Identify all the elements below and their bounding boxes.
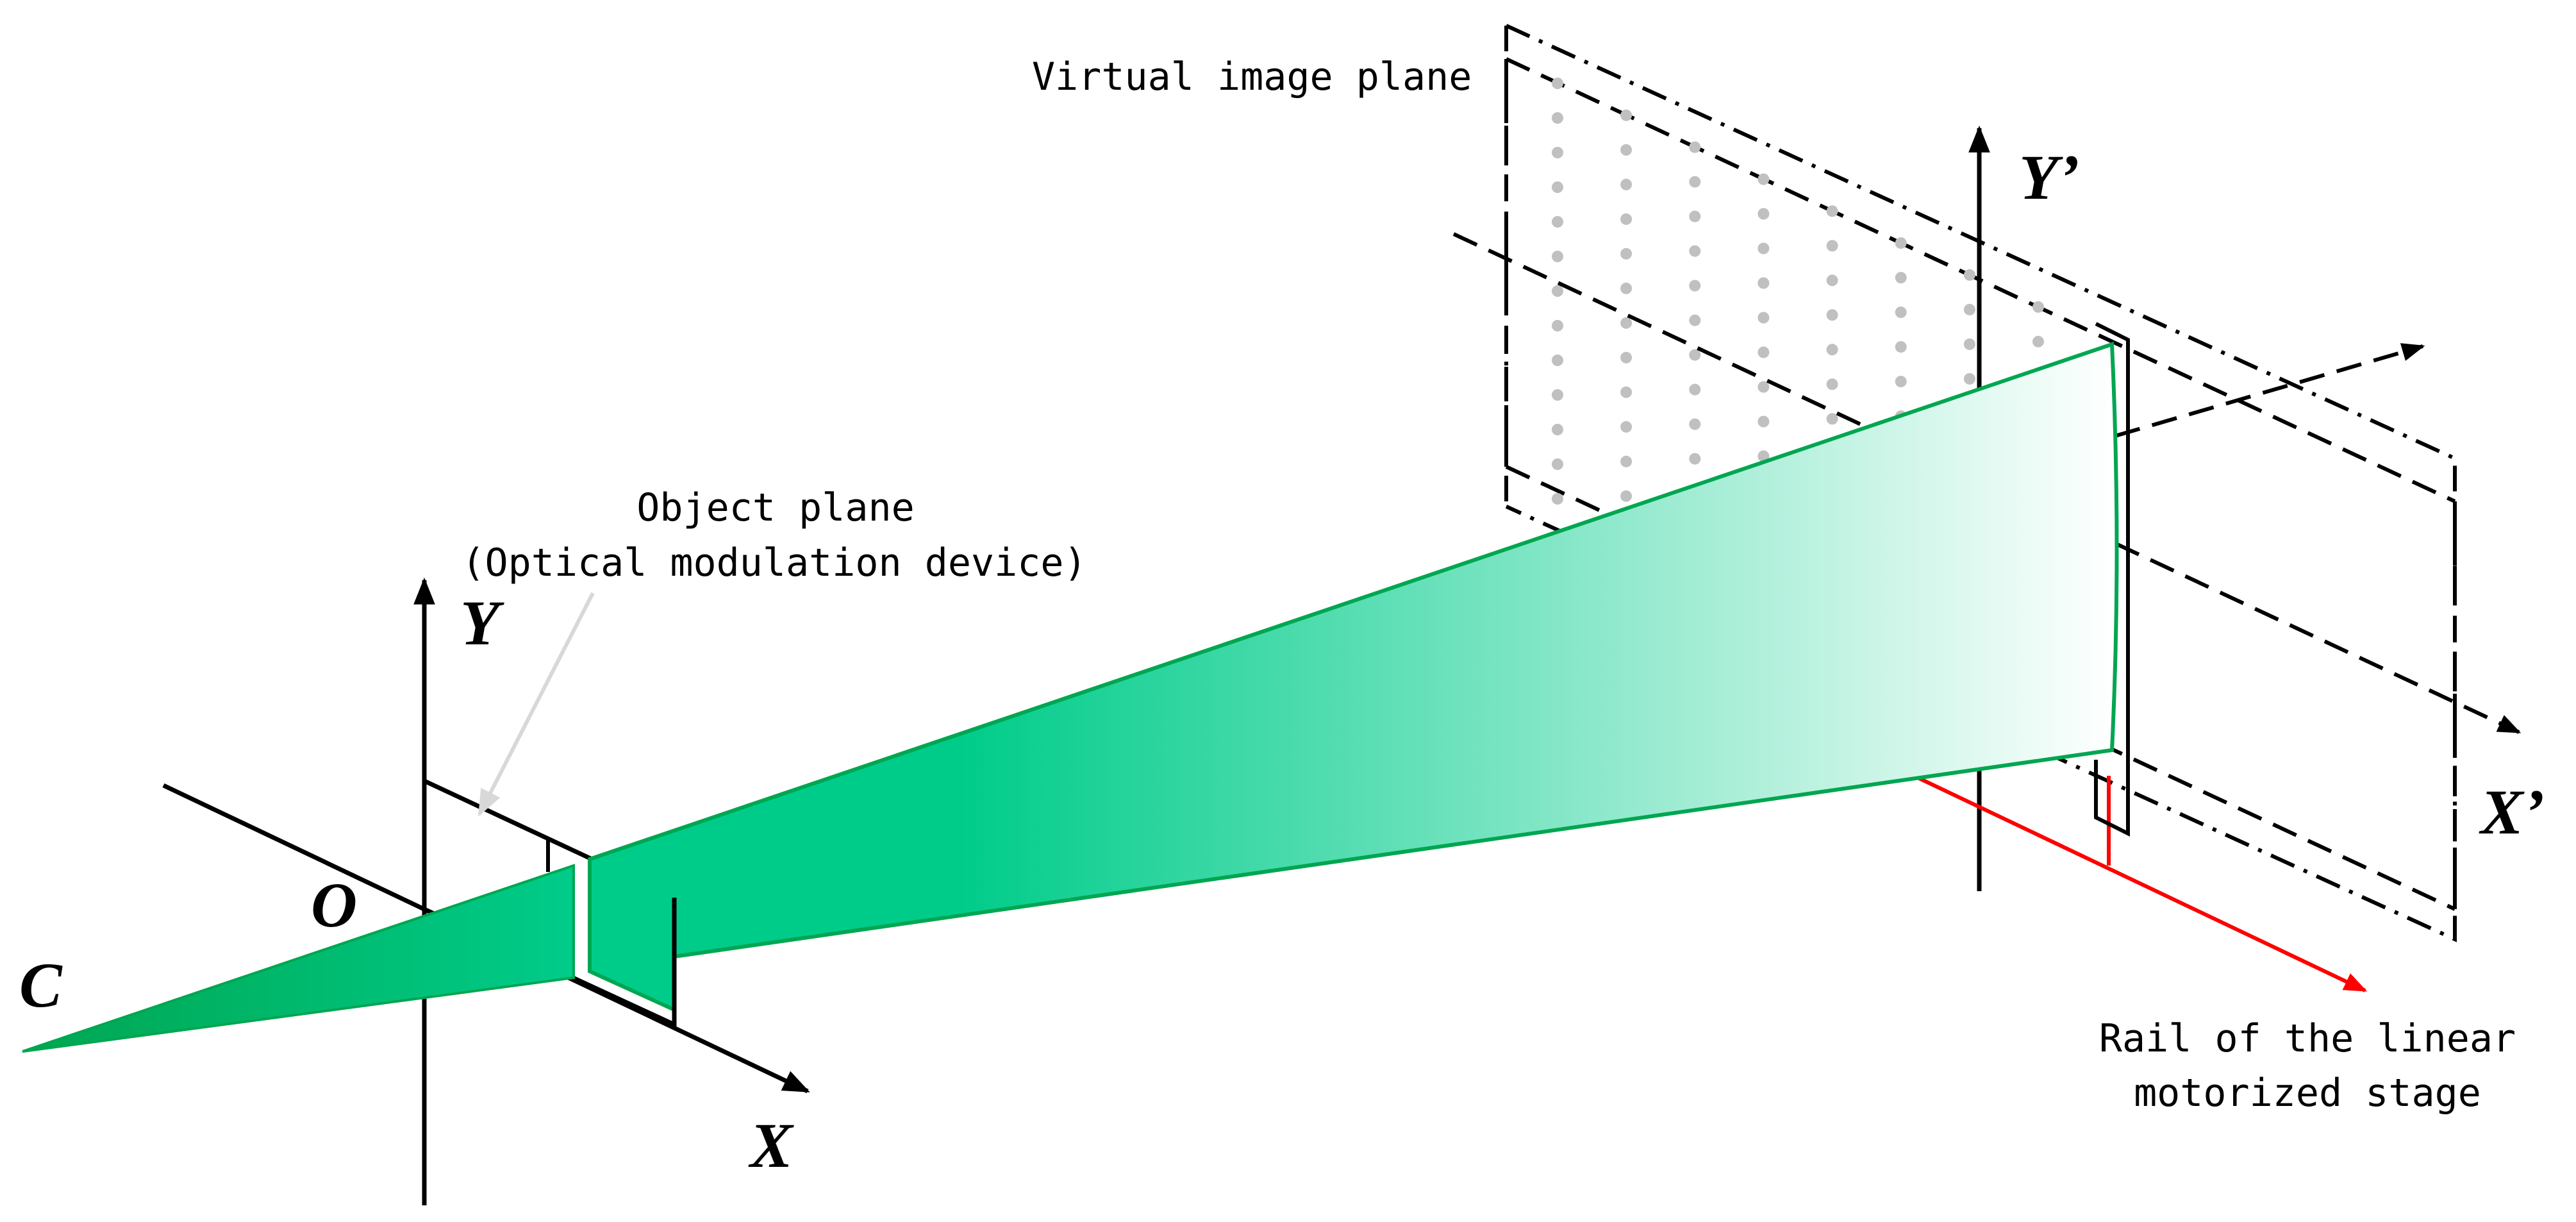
grid-dot <box>1689 210 1701 222</box>
grid-dot <box>1757 346 1770 358</box>
grid-dot <box>1620 386 1633 398</box>
grid-dot <box>1826 378 1838 390</box>
image-frame <box>2094 322 2130 837</box>
grid-dot <box>1826 413 1838 425</box>
grid-dot <box>1689 141 1701 153</box>
grid-dot <box>1552 147 1563 158</box>
grid-dot <box>1757 415 1770 428</box>
grid-dot <box>1826 240 1838 252</box>
grid-dot <box>1689 314 1701 326</box>
grid-dot <box>1826 205 1838 217</box>
rail-label: Rail of the linear <box>2099 1016 2516 1061</box>
grid-dot <box>1620 455 1633 467</box>
grid-dot <box>1620 178 1633 190</box>
axis-x-prime-label: X’ <box>2479 776 2545 848</box>
grid-dot <box>1757 208 1770 220</box>
grid-dot <box>1620 247 1633 260</box>
rail-sublabel: motorized stage <box>2134 1071 2481 1116</box>
grid-dot <box>1895 272 1907 284</box>
projected-beam <box>588 341 2119 1013</box>
grid-dot <box>1689 418 1701 430</box>
grid-dot <box>1552 181 1563 193</box>
grid-dot <box>1689 280 1701 292</box>
origin-label: O <box>311 869 357 941</box>
grid-dot <box>2032 335 2044 347</box>
grid-dot <box>1552 458 1563 470</box>
grid-dot <box>1757 242 1770 255</box>
grid-dot <box>1895 306 1907 319</box>
grid-dot <box>1963 338 1975 350</box>
axis-y-label: Y <box>460 587 504 658</box>
grid-dot <box>1552 493 1563 505</box>
grid-dot <box>1552 320 1563 331</box>
grid-dot <box>1620 317 1633 329</box>
light-cone <box>22 864 575 1053</box>
grid-dot <box>1757 450 1770 462</box>
grid-dot <box>1757 381 1770 393</box>
grid-dot <box>1826 309 1838 321</box>
grid-dot <box>1620 144 1633 156</box>
linear-stage-rail <box>1915 775 2368 992</box>
grid-dot <box>1620 282 1633 294</box>
grid-dot <box>1689 245 1701 257</box>
object-plane-pointer <box>478 592 595 817</box>
grid-dot <box>1757 173 1770 185</box>
grid-dot <box>1620 109 1633 121</box>
grid-dot <box>1895 341 1907 353</box>
grid-dot <box>1552 216 1563 228</box>
axis-x-label: X <box>748 1110 794 1181</box>
grid-dot <box>1963 303 1975 315</box>
grid-dot <box>1689 349 1701 361</box>
grid-dot <box>1895 237 1907 249</box>
object-plane-sublabel: (Optical modulation device) <box>461 540 1086 585</box>
grid-dot <box>1895 376 1907 388</box>
grid-dot <box>1552 78 1563 89</box>
grid-dot <box>1552 355 1563 366</box>
grid-dot <box>1826 344 1838 356</box>
axis-y-prime-label: Y’ <box>2019 142 2079 213</box>
c-label: C <box>19 950 63 1021</box>
grid-dot <box>1689 176 1701 188</box>
grid-dot <box>1552 389 1563 401</box>
x-prime-axis <box>2115 343 2425 438</box>
grid-dot <box>1620 351 1633 364</box>
grid-dot <box>1552 112 1563 124</box>
grid-dot <box>1552 424 1563 435</box>
grid-dot <box>1826 274 1838 287</box>
grid-dot <box>1620 490 1633 502</box>
grid-dot <box>1620 213 1633 225</box>
grid-dot <box>1757 277 1770 289</box>
grid-dot <box>1552 251 1563 262</box>
grid-dot <box>2032 301 2044 313</box>
virtual-image-plane-label: Virtual image plane <box>1032 54 1472 99</box>
grid-dot <box>1689 453 1701 465</box>
grid-dot <box>1552 285 1563 297</box>
grid-dot <box>1689 383 1701 396</box>
grid-dot <box>1963 372 1975 385</box>
grid-dot <box>1963 269 1975 281</box>
grid-dot <box>1757 312 1770 324</box>
grid-dot <box>1620 421 1633 433</box>
object-plane-label: Object plane <box>636 485 914 530</box>
